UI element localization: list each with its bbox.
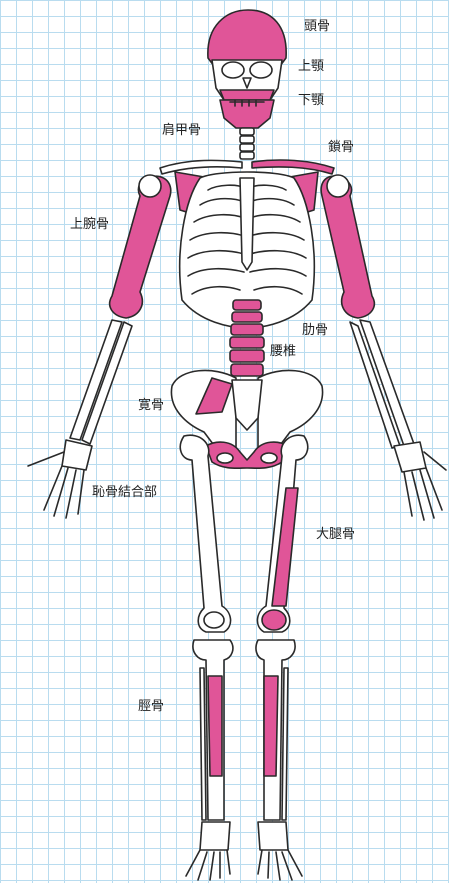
label-ribs: 肋骨 xyxy=(302,324,328,337)
right-arm xyxy=(321,175,446,520)
label-mandible: 下顎 xyxy=(298,94,324,107)
right-patella xyxy=(262,610,286,630)
right-foot xyxy=(258,822,302,880)
label-hip: 寛骨 xyxy=(138,399,164,412)
label-humerus: 上腕骨 xyxy=(70,218,109,231)
left-tibia-highlight xyxy=(208,676,222,776)
label-lumbar: 腰椎 xyxy=(270,345,296,358)
right-fibula xyxy=(282,668,288,820)
left-leg xyxy=(180,435,233,880)
left-humerus xyxy=(110,176,171,318)
label-tibia: 脛骨 xyxy=(138,700,164,713)
mandible xyxy=(220,100,274,128)
right-tibia-highlight xyxy=(264,676,278,776)
skull-cranium xyxy=(208,10,286,66)
label-skull: 頭骨 xyxy=(304,20,330,33)
label-femur: 大腿骨 xyxy=(316,528,355,541)
left-fibula xyxy=(200,668,206,820)
left-foot xyxy=(186,822,230,880)
sternum xyxy=(240,178,254,270)
label-maxilla: 上顎 xyxy=(298,60,324,73)
maxilla xyxy=(220,90,274,100)
label-scapula: 肩甲骨 xyxy=(162,124,201,137)
left-eye-socket xyxy=(222,62,244,78)
right-hand xyxy=(394,442,446,520)
right-humerus xyxy=(321,176,374,318)
cervical-spine xyxy=(240,128,254,159)
right-eye-socket xyxy=(250,62,272,78)
skull xyxy=(208,10,286,128)
label-pubic: 恥骨結合部 xyxy=(92,486,157,499)
left-patella xyxy=(204,612,224,628)
label-clavicle: 鎖骨 xyxy=(328,141,354,154)
left-hand xyxy=(28,440,92,518)
right-leg xyxy=(256,435,308,880)
lumbar-spine xyxy=(230,300,264,376)
